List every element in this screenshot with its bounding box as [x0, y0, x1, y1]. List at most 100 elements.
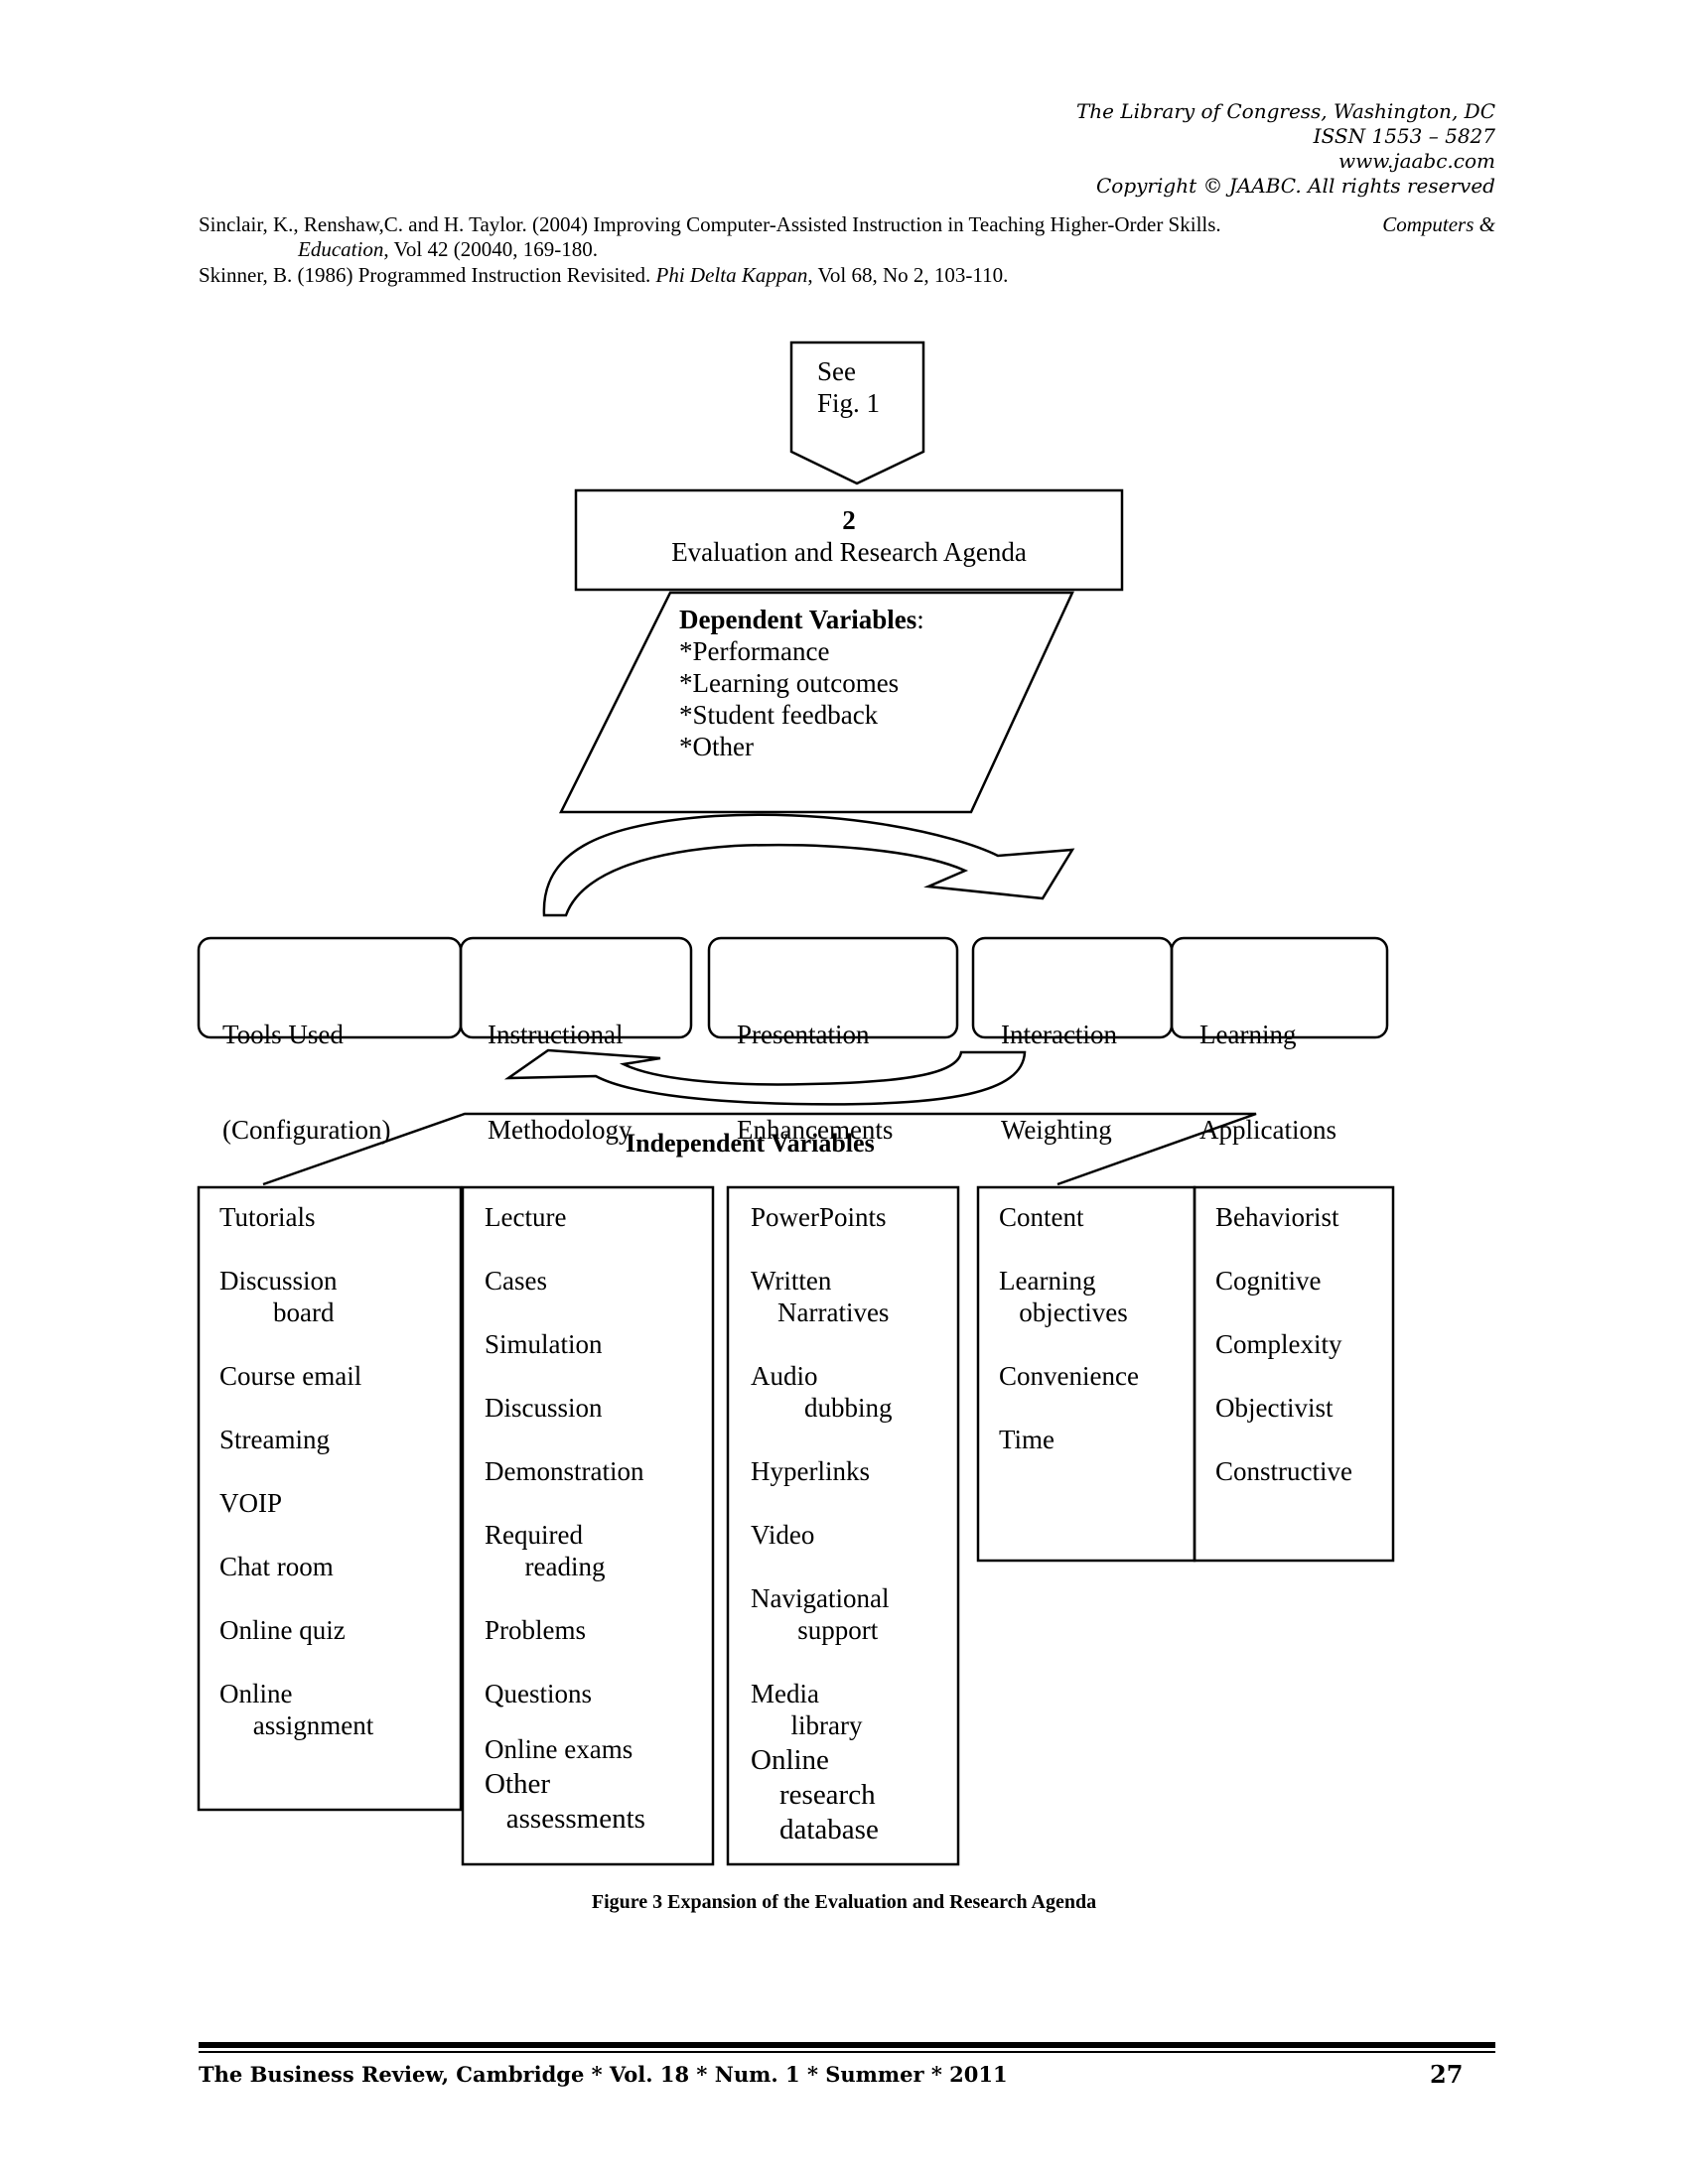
list-item: Video — [751, 1520, 815, 1550]
ref-2-journal: Phi Delta Kappan — [655, 263, 808, 287]
category-line: Enhancements — [737, 1115, 894, 1145]
column-1-shape — [197, 1185, 463, 1812]
column-methodology: Lecture Cases Simulation Discussion Demo… — [485, 1201, 645, 1837]
column-3-shape — [726, 1185, 960, 1866]
list-item: Cases — [485, 1266, 547, 1296]
independent-banner-shape — [262, 1112, 1257, 1186]
category-box-2-shape — [459, 936, 693, 1039]
list-item: Problems — [485, 1615, 587, 1645]
category-line: Applications — [1199, 1115, 1336, 1145]
ref-1-journal: Computers & — [1382, 212, 1495, 236]
list-item: Media library — [751, 1679, 863, 1740]
dependent-item: *Performance — [679, 636, 830, 666]
see-fig-arrow: See Fig. 1 — [817, 355, 880, 419]
category-line: Methodology — [488, 1115, 633, 1145]
header-line-4: Copyright © JAABC. All rights reserved — [1095, 174, 1495, 198]
list-item: Navigational support — [751, 1583, 890, 1645]
dependent-item: *Student feedback — [679, 700, 879, 730]
list-item: Tutorials — [219, 1202, 316, 1232]
column-presentation: PowerPoints Written Narratives Audio dub… — [751, 1201, 893, 1847]
list-item: Discussion board — [219, 1266, 338, 1327]
category-line: Learning — [1199, 1020, 1297, 1049]
list-item: Demonstration — [485, 1456, 644, 1486]
footer-rule-thick — [199, 2042, 1495, 2048]
ref-1-journal-2: Education — [298, 237, 384, 261]
category-line: Interaction — [1001, 1020, 1117, 1049]
list-item: Complexity — [1215, 1329, 1342, 1359]
category-line: Tools Used — [222, 1020, 344, 1049]
category-presentation-enhancements: Presentation Enhancements — [737, 955, 893, 1177]
page-number: 27 — [1430, 2060, 1464, 2089]
list-item: Online research database — [751, 1744, 879, 1845]
category-line: (Configuration) — [222, 1115, 391, 1145]
dependent-colon: : — [916, 605, 924, 634]
reference-sinclair: Sinclair, K., Renshaw,C. and H. Taylor. … — [199, 212, 1495, 262]
list-item: Other assessments — [485, 1768, 645, 1835]
header-line-3: www.jaabc.com — [1338, 149, 1495, 173]
list-item: Hyperlinks — [751, 1456, 870, 1486]
header-line-1: The Library of Congress, Washington, DC — [1075, 99, 1495, 123]
list-item: Constructive — [1215, 1456, 1352, 1486]
list-item: Questions — [485, 1679, 592, 1708]
dependent-item: *Other — [679, 732, 754, 761]
list-item: Objectivist — [1215, 1393, 1334, 1423]
list-item: Written Narratives — [751, 1266, 890, 1327]
list-item: VOIP — [219, 1488, 283, 1518]
dependent-variables-box: Dependent Variables: *Performance *Learn… — [679, 604, 924, 762]
list-item: Cognitive — [1215, 1266, 1322, 1296]
list-item: Learning objectives — [999, 1266, 1128, 1327]
list-item: Online quiz — [219, 1615, 346, 1645]
list-item: Online exams — [485, 1734, 633, 1764]
running-header: The Library of Congress, Washington, DC … — [1076, 99, 1495, 199]
list-item: Behaviorist — [1215, 1202, 1339, 1232]
list-item: Online assignment — [219, 1679, 374, 1740]
column-5-shape — [1193, 1185, 1395, 1563]
column-tools: Tutorials Discussion board Course email … — [219, 1201, 373, 1773]
reference-skinner: Skinner, B. (1986) Programmed Instructio… — [199, 263, 1495, 288]
ref-2-main: Skinner, B. (1986) Programmed Instructio… — [199, 263, 656, 287]
category-box-3-shape — [707, 936, 959, 1039]
agenda-box: 2 Evaluation and Research Agenda — [576, 504, 1122, 568]
see-fig-line-2: Fig. 1 — [817, 388, 881, 418]
agenda-box-shape — [574, 488, 1124, 592]
dependent-parallelogram-shape — [558, 591, 1074, 814]
list-item: Audio dubbing — [751, 1361, 893, 1423]
list-item: Required reading — [485, 1520, 606, 1581]
footer-rule-thin — [199, 2051, 1495, 2053]
ref-1-main: Sinclair, K., Renshaw,C. and H. Taylor. … — [199, 212, 1221, 236]
agenda-title: Evaluation and Research Agenda — [671, 537, 1027, 567]
category-box-5-shape — [1170, 936, 1389, 1039]
category-tools-used: Tools Used (Configuration) — [222, 955, 390, 1177]
top-cycle-arrow-shape — [542, 813, 1075, 917]
list-item: Streaming — [219, 1425, 330, 1454]
dependent-heading: Dependent Variables — [679, 605, 917, 634]
list-item: Content — [999, 1202, 1084, 1232]
see-fig-line-1: See — [817, 356, 856, 386]
list-item: Lecture — [485, 1202, 567, 1232]
list-item: Course email — [219, 1361, 362, 1391]
independent-variables-heading: Independent Variables — [626, 1129, 875, 1158]
list-item: Simulation — [485, 1329, 603, 1359]
agenda-number: 2 — [842, 505, 856, 535]
list-item: Time — [999, 1425, 1055, 1454]
category-line: Instructional — [488, 1020, 624, 1049]
ref-1-rest: , Vol 42 (20040, 169-180. — [383, 237, 598, 261]
footer-journal: The Business Review, Cambridge * Vol. 18… — [199, 2062, 1008, 2087]
ref-2-rest: , Vol 68, No 2, 103-110. — [807, 263, 1009, 287]
header-line-2: ISSN 1553 – 5827 — [1313, 124, 1495, 148]
column-learning-applications: Behaviorist Cognitive Complexity Objecti… — [1215, 1201, 1352, 1519]
list-item: Chat room — [219, 1552, 334, 1581]
column-interaction: Content Learning objectives Convenience … — [999, 1201, 1139, 1487]
category-line: Weighting — [1001, 1115, 1112, 1145]
figure-caption: Figure 3 Expansion of the Evaluation and… — [591, 1891, 1097, 1913]
see-fig-arrow-shape — [789, 341, 925, 485]
column-2-shape — [461, 1185, 715, 1866]
category-interaction-weighting: Interaction Weighting — [1001, 955, 1117, 1177]
category-instructional-methodology: Instructional Methodology — [488, 955, 633, 1177]
list-item: Discussion — [485, 1393, 603, 1423]
list-item: Convenience — [999, 1361, 1139, 1391]
category-line: Presentation — [737, 1020, 870, 1049]
category-learning-applications: Learning Applications — [1199, 955, 1336, 1177]
list-item: PowerPoints — [751, 1202, 887, 1232]
